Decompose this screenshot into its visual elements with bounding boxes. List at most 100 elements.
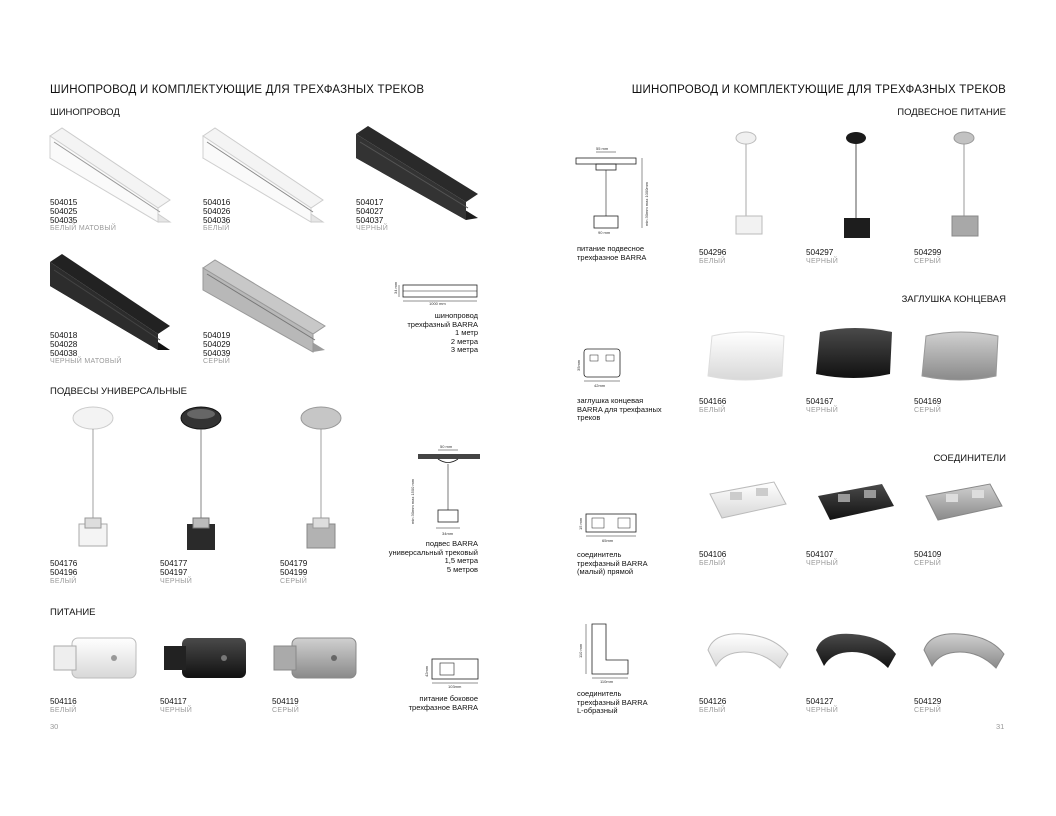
product-code: 504037 [356, 215, 384, 225]
right-page-title: ШИНОПРОВОД И КОМПЛЕКТУЮЩИЕ ДЛЯ ТРЕХФАЗНЫ… [631, 84, 1006, 96]
endcap-item-3: 504169 СЕРЫЙ [914, 397, 942, 416]
product-code: 504176 [50, 559, 78, 568]
hanger-description: подвес BARRA универсальный трековый 1,5 … [360, 539, 478, 574]
section-title-connectors: СОЕДИНИТЕЛИ [933, 453, 1006, 464]
straight-item-1: 504106 БЕЛЫЙ [699, 550, 727, 569]
pendant-image-gray [951, 131, 979, 237]
l-connector-image-gray [923, 633, 1005, 669]
power-description: питание боковое трехфазное BARRA [380, 694, 478, 712]
desc-line: (малый) прямой [577, 567, 634, 577]
product-color: ЧЕРНЫЙ [356, 225, 389, 233]
hanger-dim-top: 50 mm [440, 444, 453, 449]
page-number-right: 31 [996, 722, 1005, 731]
product-color: БЕЛЫЙ [50, 706, 77, 714]
product-code: 504196 [50, 567, 78, 577]
product-color: СЕРЫЙ [914, 406, 942, 414]
desc-line: соединитель [577, 689, 622, 698]
track-image-black-matte [50, 254, 170, 350]
endcap-dim-width: 42mm [594, 383, 606, 388]
hanger-image-white [72, 406, 114, 547]
product-code: 504028 [50, 339, 78, 349]
desc-line: универсальный трековый [388, 547, 478, 557]
l-item-3: 504129 СЕРЫЙ [914, 697, 942, 716]
endcap-image-gray [921, 331, 999, 381]
track-item-1: 504015 504025 504035 БЕЛЫЙ МАТОВЫЙ [50, 198, 117, 234]
desc-line: соединитель [577, 550, 622, 559]
section-title-pendant: ПОДВЕСНОЕ ПИТАНИЕ [897, 107, 1006, 118]
endcap-description: заглушка концевая BARRA для трехфазных т… [577, 396, 662, 423]
product-code: 504016 [203, 198, 231, 207]
power-dim-height: 42mm [424, 665, 429, 677]
page-number-left: 30 [50, 722, 59, 731]
product-code: 504166 [699, 397, 727, 406]
product-color: ЧЕРНЫЙ [806, 406, 839, 414]
product-color: ЧЕРНЫЙ [806, 559, 839, 567]
track-image-black [356, 126, 478, 220]
product-code: 504107 [806, 550, 834, 559]
product-code: 504027 [356, 206, 384, 216]
track-image-white [202, 127, 325, 223]
hanger-item-1: 504176 504196 БЕЛЫЙ [50, 559, 78, 586]
desc-line: шинопровод [434, 311, 478, 320]
power-dim-width: 103mm [448, 684, 462, 689]
l-item-2: 504127 ЧЕРНЫЙ [806, 697, 839, 716]
product-color: ЧЕРНЫЙ [806, 257, 839, 265]
product-color: БЕЛЫЙ [699, 559, 726, 567]
pendant-dim-bottom: 90 mm [598, 230, 611, 235]
desc-line: питание подвесное [577, 244, 645, 253]
product-code: 504106 [699, 550, 727, 559]
product-code: 504117 [160, 697, 187, 706]
endcap-image-black [816, 328, 892, 378]
desc-line: трехфазное BARRA [408, 702, 478, 712]
hanger-image-gray [300, 406, 342, 549]
desc-line: трехфазное BARRA [577, 252, 647, 262]
pendant-dimension-drawing: 55 mm 90 mm min 30mm max 1000mm [575, 146, 649, 235]
straight-dim-width: 65mm [602, 538, 614, 543]
pendant-description: питание подвесное трехфазное BARRA [577, 244, 647, 262]
track-dim-width: 1000 mm [429, 301, 446, 306]
track-item-3: 504017 504027 504037 ЧЕРНЫЙ [356, 198, 389, 234]
power-feed-image-gray [273, 637, 357, 679]
product-color: БЕЛЫЙ МАТОВЫЙ [50, 225, 117, 233]
product-color: БЕЛЫЙ [699, 706, 726, 714]
straight-dim-height: 15 mm [578, 517, 583, 530]
product-code: 504299 [914, 248, 942, 257]
hanger-item-3: 504179 504199 СЕРЫЙ [280, 559, 308, 586]
hanger-dim-length: min 30mm max 1500 mm [410, 478, 415, 524]
endcap-image-white [707, 331, 785, 381]
product-color: БЕЛЫЙ [699, 257, 726, 265]
product-code: 504018 [50, 331, 78, 340]
product-color: СЕРЫЙ [914, 257, 942, 265]
power-feed-image-black [164, 638, 246, 678]
product-code: 504179 [280, 559, 308, 568]
product-color: СЕРЫЙ [914, 706, 942, 714]
section-title-track: ШИНОПРОВОД [50, 107, 120, 118]
left-page-title: ШИНОПРОВОД И КОМПЛЕКТУЮЩИЕ ДЛЯ ТРЕХФАЗНЫ… [50, 84, 425, 96]
product-code: 504197 [160, 567, 188, 577]
l-connector-image-black [816, 633, 896, 668]
product-code: 504127 [806, 697, 834, 706]
l-dim-height: 110 mm [578, 643, 583, 658]
product-color: СЕРЫЙ [914, 559, 942, 567]
product-code: 504036 [203, 215, 231, 225]
pendant-item-2: 504297 ЧЕРНЫЙ [806, 248, 839, 267]
track-dimension-drawing: 34 mm 1000 mm [393, 281, 478, 306]
pendant-item-3: 504299 СЕРЫЙ [914, 248, 942, 267]
hanger-image-black [180, 406, 222, 550]
section-title-endcap: ЗАГЛУШКА КОНЦЕВАЯ [901, 294, 1006, 305]
track-dim-height: 34 mm [393, 281, 398, 294]
power-item-3: 504119 СЕРЫЙ [272, 697, 300, 716]
product-color: ЧЕРНЫЙ [806, 706, 839, 714]
product-code: 504169 [914, 397, 942, 406]
track-item-4: 504018 504028 504038 ЧЕРНЫЙ МАТОВЫЙ [50, 331, 122, 367]
product-code: 504167 [806, 397, 834, 406]
endcap-item-1: 504166 БЕЛЫЙ [699, 397, 727, 416]
endcap-dim-height: 35mm [576, 359, 581, 371]
product-code: 504026 [203, 206, 231, 216]
product-code: 504035 [50, 215, 78, 225]
product-code: 504019 [203, 331, 231, 340]
product-color: СЕРЫЙ [272, 706, 300, 714]
product-color: ЧЕРНЫЙ МАТОВЫЙ [50, 358, 122, 366]
desc-line: заглушка концевая [577, 396, 644, 405]
l-connector-description: соединитель трехфазный BARRA L-образный [577, 689, 648, 716]
